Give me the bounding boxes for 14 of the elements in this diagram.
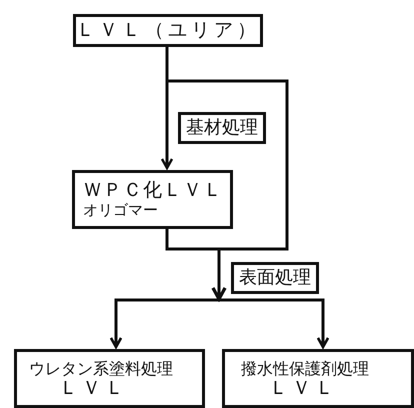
node-text: ウレタン系塗料処理 bbox=[29, 360, 173, 378]
arrow bbox=[166, 228, 330, 348]
process-box bbox=[222, 349, 414, 408]
edge-label: 表面処理 bbox=[231, 262, 319, 294]
node-text: オリゴマー bbox=[83, 202, 158, 220]
node-text: ＷＰＣ化ＬＶＬ bbox=[83, 180, 223, 202]
node-text: ＬＶＬ（ユリア） bbox=[76, 20, 260, 42]
process-box bbox=[14, 349, 205, 408]
process-box bbox=[72, 170, 233, 229]
edge-label: 基材処理 bbox=[178, 112, 266, 144]
node-text: ＬＶＬ bbox=[269, 378, 338, 400]
node-text: ＬＶＬ bbox=[59, 378, 128, 400]
process-box bbox=[73, 14, 263, 47]
node-text: 撥水性保護剤処理 bbox=[241, 360, 369, 378]
